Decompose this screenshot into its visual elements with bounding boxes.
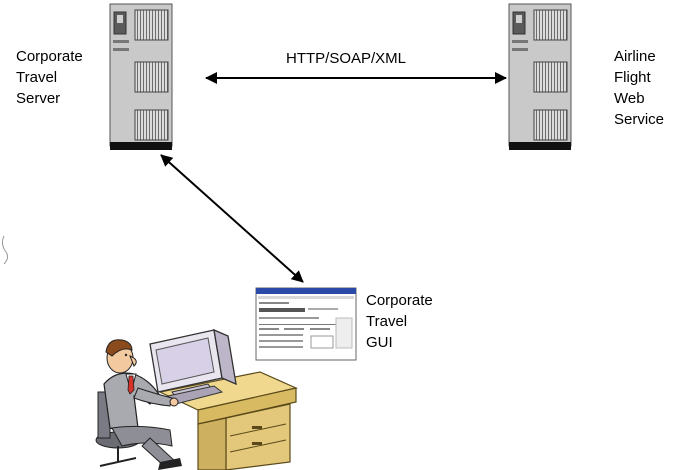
gui-label: Corporate Travel GUI xyxy=(366,290,433,353)
computer-monitor-icon xyxy=(149,328,237,405)
person-at-desk-illustration xyxy=(95,339,182,470)
gui-window-thumbnail xyxy=(255,287,357,361)
corporate-server-label-line-1: Corporate xyxy=(16,48,83,65)
airline-service-label-line-1: Airline xyxy=(614,48,656,65)
corporate-server-label: Corporate Travel Server xyxy=(16,46,83,109)
airline-service-label-line-4: Service xyxy=(614,111,665,128)
connection-protocol-text: HTTP/SOAP/XML xyxy=(286,50,407,67)
corporate-server-icon xyxy=(109,3,173,150)
corporate-server-label-line-2: Travel xyxy=(16,69,58,86)
corporate-server-label-line-3: Server xyxy=(16,90,61,107)
gui-label-line-1: Corporate xyxy=(366,292,433,309)
airline-server-icon xyxy=(508,3,572,150)
desk-illustration xyxy=(158,371,298,470)
server-gui-connection-arrow xyxy=(160,154,304,283)
gui-label-line-3: GUI xyxy=(366,334,393,351)
airline-service-label-line-3: Web xyxy=(614,90,645,107)
connection-protocol-label: HTTP/SOAP/XML xyxy=(286,48,406,69)
gui-label-line-2: Travel xyxy=(366,313,408,330)
airline-service-label-line-2: Flight xyxy=(614,69,651,86)
edge-bracket-mark xyxy=(1,235,9,265)
airline-service-label: Airline Flight Web Service xyxy=(614,46,664,130)
